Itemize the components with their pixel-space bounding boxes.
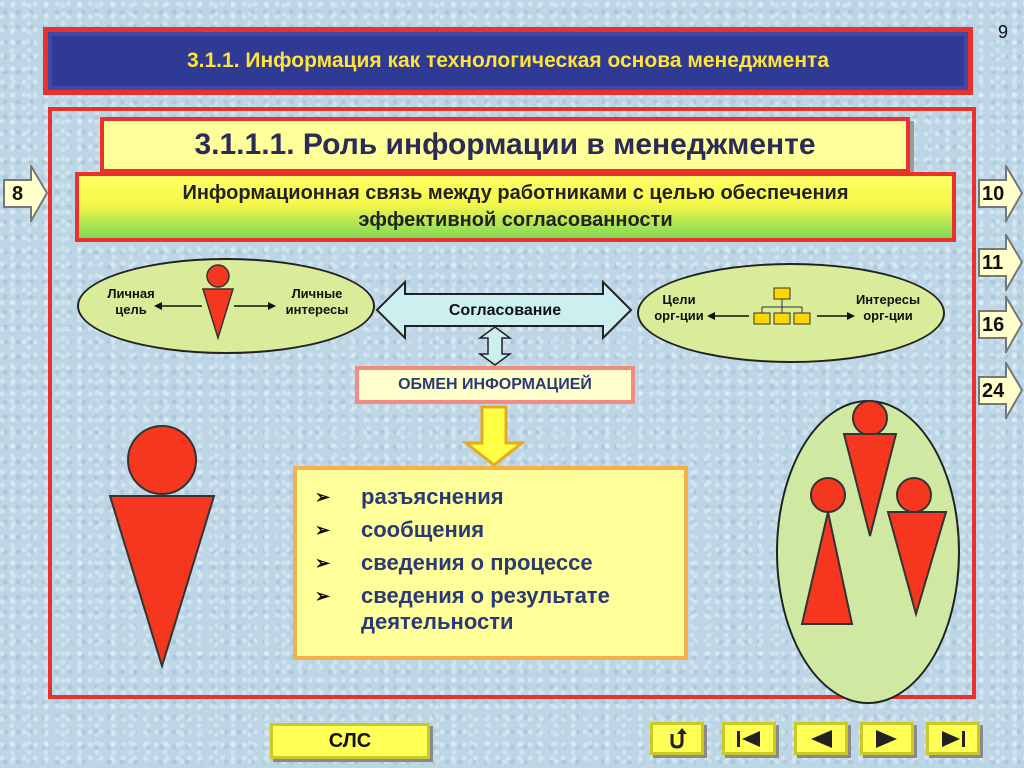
last-slide-button[interactable] [926, 722, 980, 755]
arrow-right-icon [978, 362, 1023, 419]
list-item: ➢ сведения о процессе [315, 550, 674, 576]
org-goals-line-1: Цели [662, 292, 696, 307]
triangle-left-icon [811, 729, 832, 748]
list-item-text: сведения о процессе [361, 550, 593, 575]
return-icon [670, 727, 687, 749]
list-item-text-continued: деятельности [361, 609, 514, 634]
info-bar-line-2: эффективной согласованности [358, 209, 673, 231]
personal-goal-label: Личная цель [95, 286, 167, 318]
nav-link-16-button[interactable]: 16 [978, 296, 1023, 353]
arrow-right-icon [978, 234, 1023, 291]
triangle-right-icon [876, 729, 897, 748]
section-subtitle: 3.1.1.1. Роль информации в менеджменте [100, 117, 910, 173]
content-frame [48, 107, 976, 699]
page-number: 9 [998, 22, 1009, 42]
arrow-right-icon [978, 165, 1023, 222]
first-slide-button[interactable] [722, 722, 776, 755]
team-figures-icon [800, 400, 948, 625]
organization-ellipse [637, 263, 945, 363]
arrow-down-icon [462, 405, 526, 467]
personal-interests-line-2: интересы [285, 302, 349, 317]
nav-link-label: 11 [982, 252, 1004, 274]
checkmark-arrow-icon: ➢ [315, 553, 331, 573]
org-goals-label: Цели орг-ции [648, 292, 710, 324]
info-bar-line-1: Информационная связь между работниками с… [182, 182, 849, 204]
nav-link-label: 10 [982, 183, 1005, 205]
checkmark-arrow-icon: ➢ [315, 487, 331, 507]
nav-link-label: 16 [982, 314, 1005, 336]
list-item: ➢ сведения о результате деятельности [315, 583, 674, 635]
nav-prev-label: 8 [12, 183, 24, 205]
info-bar: Информационная связь между работниками с… [75, 172, 956, 242]
org-interests-label: Интересы орг-ции [846, 292, 930, 324]
person-small-icon [154, 264, 276, 341]
arrow-right-icon [978, 296, 1023, 353]
coordination-label: Согласование [448, 302, 562, 319]
arrow-right-icon [3, 165, 48, 222]
org-interests-line-1: Интересы [855, 292, 921, 307]
previous-slide-button[interactable] [794, 722, 848, 755]
skip-to-start-icon [737, 730, 760, 747]
personal-goal-line-2: цель [115, 302, 147, 317]
org-goals-line-2: орг-ции [654, 308, 704, 323]
information-types-list: ➢ разъяснения ➢ сообщения ➢ сведения о п… [293, 466, 688, 660]
nav-link-10-button[interactable]: 10 [978, 165, 1023, 222]
next-slide-button[interactable] [860, 722, 914, 755]
list-item: ➢ сообщения [315, 517, 674, 543]
list-item-text: разъяснения [361, 484, 504, 509]
org-chart-icon [707, 287, 855, 325]
slc-button[interactable]: СЛС [270, 723, 430, 759]
page-title: 3.1.1. Информация как технологическая ос… [43, 27, 973, 95]
nav-link-24-button[interactable]: 24 [978, 362, 1023, 419]
info-exchange-box: ОБМЕН ИНФОРМАЦИЕЙ [355, 366, 635, 404]
personal-interests-line-1: Личные [291, 286, 343, 301]
list-item: ➢ разъяснения [315, 484, 674, 510]
return-button[interactable] [650, 722, 704, 755]
checkmark-arrow-icon: ➢ [315, 520, 331, 540]
checkmark-arrow-icon: ➢ [315, 586, 331, 606]
vertical-double-arrow-icon [477, 326, 513, 366]
skip-to-end-icon [942, 730, 965, 747]
nav-prev-8-button[interactable]: 8 [3, 165, 48, 222]
nav-link-label: 24 [982, 380, 1005, 402]
personal-goal-line-1: Личная [107, 286, 155, 301]
double-arrow-icon [375, 280, 633, 340]
person-large-icon [108, 425, 216, 670]
nav-link-11-button[interactable]: 11 [978, 234, 1023, 291]
org-interests-line-2: орг-ции [863, 308, 913, 323]
list-item-text: сведения о результате [361, 583, 610, 608]
list-item-text: сообщения [361, 517, 485, 542]
personal-interests-label: Личные интересы [275, 286, 359, 318]
